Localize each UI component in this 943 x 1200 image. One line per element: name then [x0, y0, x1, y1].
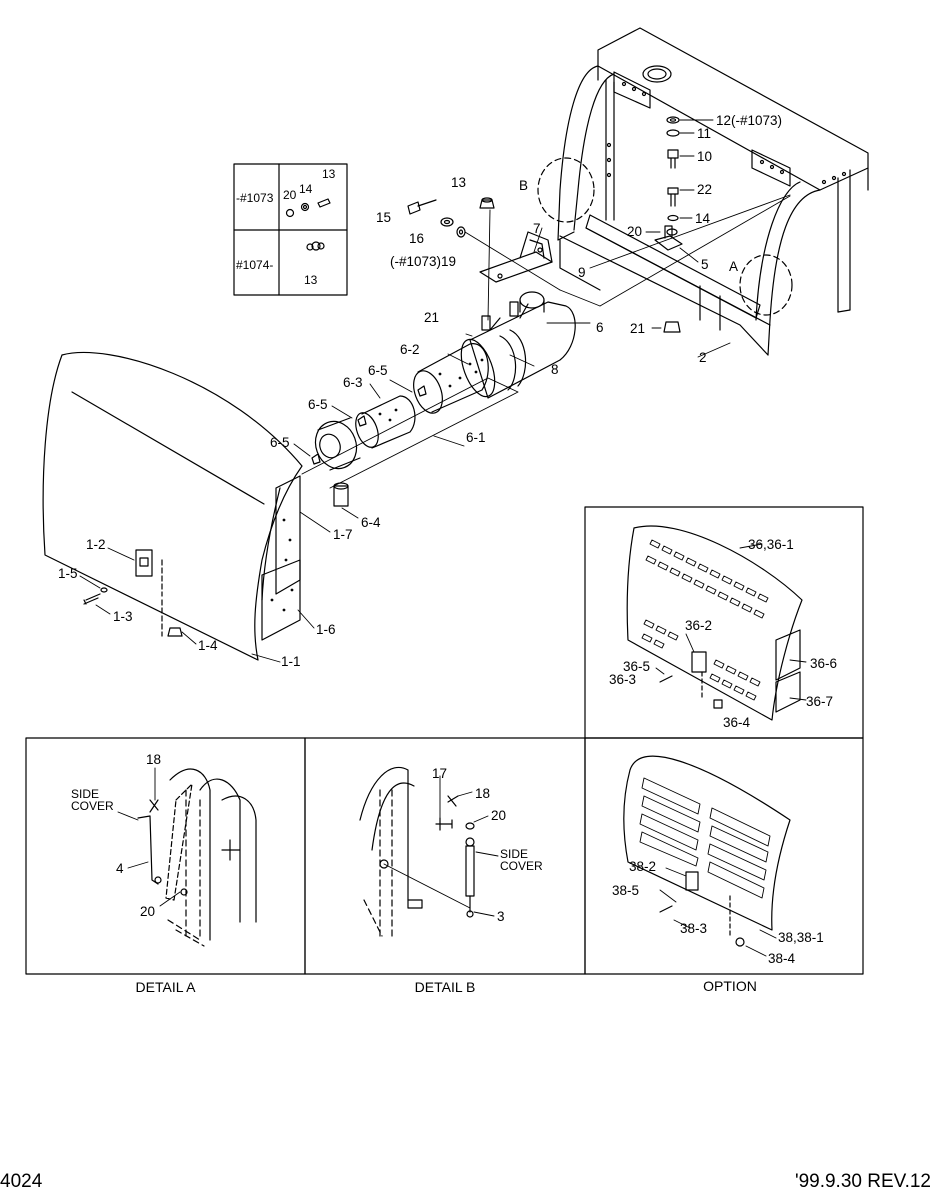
opt1-callout-36-4: 36-4	[723, 715, 751, 730]
callout-10: 10	[697, 149, 713, 164]
detA-callout-18: 18	[146, 752, 162, 767]
revision-stamp: '99.9.30 REV.12	[794, 1171, 931, 1192]
callout-6-1: 6-1	[466, 430, 486, 445]
callout-15: 15	[376, 210, 392, 225]
opt2-callout-38-2: 38-2	[629, 859, 657, 874]
opt1-callout-36-2: 36-2	[685, 618, 713, 633]
opt2-callout-38-3: 38-3	[680, 921, 708, 936]
detail-a-box	[25, 737, 306, 975]
detB-callout-20: 20	[491, 808, 507, 823]
opt1-callout-36-6: 36-6	[810, 656, 838, 671]
callout-6-5c: 6-5	[270, 435, 290, 450]
page-number: 4024	[0, 1171, 43, 1192]
inset-callout-14: 14	[299, 182, 313, 196]
opt2-callout-38-4: 38-4	[768, 951, 796, 966]
detB-side-cover-1: SIDE	[500, 847, 529, 861]
callout-1-3: 1-3	[113, 609, 133, 624]
callout-6-5a: 6-5	[368, 363, 388, 378]
callout-13: 13	[451, 175, 467, 190]
opt2-callout-38: 38,38-1	[778, 930, 824, 945]
callout-12: 12(-#1073)	[716, 113, 783, 128]
main-frame	[557, 27, 869, 356]
detA-callout-20: 20	[140, 904, 156, 919]
callout-6-5b: 6-5	[308, 397, 328, 412]
callout-1-2: 1-2	[86, 537, 106, 552]
side-door	[42, 351, 331, 663]
opt1-callout-36-5: 36-5	[623, 659, 651, 674]
callout-6: 6	[596, 320, 604, 335]
detA-side-cover-2: COVER	[71, 799, 114, 813]
opt2-callout-38-5: 38-5	[612, 883, 640, 898]
opt1-callout-36: 36,36-1	[748, 537, 794, 552]
detB-callout-18: 18	[475, 786, 491, 801]
air-cleaner-assembly	[293, 291, 576, 519]
callout-1-1: 1-1	[281, 654, 301, 669]
detB-callout-17: 17	[432, 766, 448, 781]
opt1-callout-36-7: 36-7	[806, 694, 834, 709]
leader-lines	[509, 119, 791, 367]
callout-21b: 21	[630, 321, 646, 336]
opt1-callout-36-3: 36-3	[609, 672, 637, 687]
callout-8: 8	[551, 362, 559, 377]
inset-callout-13: 13	[322, 167, 336, 181]
callout-6-2: 6-2	[400, 342, 420, 357]
detA-side-cover-1: SIDE	[71, 787, 100, 801]
detail-b-caption: DETAIL B	[414, 979, 476, 995]
option-box-2	[584, 737, 864, 975]
detA-callout-4: 4	[116, 861, 124, 876]
callout-2: 2	[699, 350, 707, 365]
frame-fasteners	[654, 116, 683, 333]
callout-16: 16	[409, 231, 425, 246]
inset-callout-13b: 13	[304, 273, 318, 287]
callout-9: 9	[578, 265, 586, 280]
callout-19: (-#1073)19	[390, 254, 457, 269]
callout-21a: 21	[424, 310, 440, 325]
callout-14: 14	[695, 211, 711, 226]
detB-side-cover-2: COVER	[500, 859, 543, 873]
detail-b-box	[304, 737, 586, 975]
callout-1-4: 1-4	[198, 638, 218, 653]
detail-a-caption: DETAIL A	[135, 979, 196, 995]
callout-6-3: 6-3	[343, 375, 363, 390]
callout-1-6: 1-6	[316, 622, 336, 637]
callout-11: 11	[697, 126, 712, 141]
inset-serial-2: #1074-	[236, 258, 274, 272]
bracket-and-bolts	[407, 195, 791, 321]
callout-20: 20	[627, 224, 643, 239]
callout-5: 5	[701, 257, 709, 272]
inset-serial-1: -#1073	[236, 191, 274, 205]
serial-inset-table	[233, 163, 348, 296]
callout-1-7: 1-7	[333, 527, 353, 542]
callout-1-5: 1-5	[58, 566, 78, 581]
callout-6-4: 6-4	[361, 515, 381, 530]
inset-callout-20: 20	[283, 188, 297, 202]
detail-marker-a: A	[729, 259, 739, 274]
callout-22: 22	[697, 182, 713, 197]
detail-marker-b: B	[519, 178, 529, 193]
callout-7: 7	[533, 221, 541, 236]
option-caption: OPTION	[703, 978, 757, 994]
detail-markers	[537, 157, 793, 316]
detB-callout-3: 3	[497, 909, 505, 924]
